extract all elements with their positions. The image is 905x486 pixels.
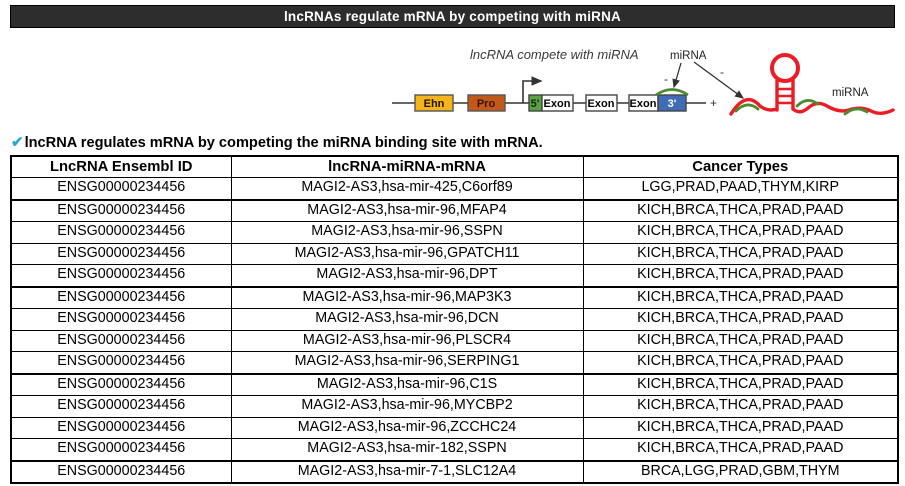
page-title: lncRNAs regulate mRNA by competing with …	[283, 9, 622, 24]
lnc-mirna-mrna-cell: MAGI2-AS3,hsa-mir-182,SSPN	[230, 438, 584, 462]
cancer-types-cell: KICH,BRCA,THCA,PRAD,PAAD	[582, 199, 899, 222]
lnc-mirna-mrna-cell: MAGI2-AS3,hsa-mir-425,C6orf89	[230, 177, 584, 201]
ensembl-id-cell: ENSG00000234456	[10, 242, 232, 265]
lnc-mirna-mrna-cell: MAGI2-AS3,hsa-mir-96,ZCCHC24	[230, 416, 584, 439]
svg-text:Exon: Exon	[588, 98, 615, 110]
cancer-types-cell: KICH,BRCA,THCA,PRAD,PAAD	[582, 286, 899, 309]
ensembl-id-cell: ENSG00000234456	[10, 177, 232, 201]
cancer-types-cell: KICH,BRCA,THCA,PRAD,PAAD	[582, 242, 899, 265]
lnc-mirna-mrna-cell: MAGI2-AS3,hsa-mir-96,MFAP4	[230, 199, 584, 222]
cancer-types-cell: BRCA,LGG,PRAD,GBM,THYM	[582, 460, 899, 484]
check-icon: ✔	[11, 134, 24, 151]
mirna-label-top: miRNA	[670, 50, 707, 62]
ensembl-id-cell: ENSG00000234456	[10, 351, 232, 375]
ensembl-id-cell: ENSG00000234456	[10, 264, 232, 288]
mirna-binding-arc-icon	[655, 88, 689, 97]
table-header: LncRNA Ensembl ID lncRNA-miRNA-mRNA Canc…	[10, 155, 899, 178]
lnc-mirna-mrna-cell: MAGI2-AS3,hsa-mir-96,SERPING1	[230, 351, 584, 375]
diagram-canvas: + lncRNA compete with miRNA miRNA - - Eh…	[392, 47, 895, 116]
exon-box-2: Exon	[585, 94, 618, 112]
lnc-mirna-mrna-cell: MAGI2-AS3,hsa-mir-96,DCN	[230, 308, 584, 331]
lnc-mirna-mrna-cell: MAGI2-AS3,hsa-mir-96,MYCBP2	[230, 395, 584, 418]
exon-box-1: Exon	[541, 94, 574, 112]
cancer-types-cell: KICH,BRCA,THCA,PRAD,PAAD	[582, 308, 899, 331]
ensembl-id-cell: ENSG00000234456	[10, 308, 232, 331]
cancer-types-cell: KICH,BRCA,THCA,PRAD,PAAD	[582, 416, 899, 439]
svg-text:Pro: Pro	[477, 98, 496, 110]
ensembl-id-cell: ENSG00000234456	[10, 221, 232, 244]
cancer-types-cell: KICH,BRCA,THCA,PRAD,PAAD	[582, 395, 899, 418]
lnc-mirna-mrna-cell: MAGI2-AS3,hsa-mir-96,MAP3K3	[230, 286, 584, 309]
cancer-types-cell: KICH,BRCA,THCA,PRAD,PAAD	[582, 264, 899, 288]
cancer-types-cell: KICH,BRCA,THCA,PRAD,PAAD	[582, 221, 899, 244]
enhancer-box: Ehn	[414, 94, 454, 112]
summary-note-text: lncRNA regulates mRNA by competing the m…	[24, 135, 543, 151]
mirna-label-right: miRNA	[832, 87, 869, 99]
ensembl-id-cell: ENSG00000234456	[10, 286, 232, 309]
minus-sign-left: -	[664, 72, 668, 86]
mirna-to-mrna-arrow-icon	[672, 62, 682, 89]
lnc-mirna-mrna-cell: MAGI2-AS3,hsa-mir-96,SSPN	[230, 221, 584, 244]
lnc-mirna-mrna-cell: MAGI2-AS3,hsa-mir-7-1,SLC12A4	[230, 460, 584, 484]
diagram-caption: lncRNA compete with miRNA	[470, 47, 639, 62]
svg-text:Exon: Exon	[544, 98, 571, 110]
svg-text:Exon: Exon	[630, 98, 657, 110]
ensembl-id-cell: ENSG00000234456	[10, 438, 232, 462]
cerna-mechanism-diagram: + lncRNA compete with miRNA miRNA - - Eh…	[390, 40, 905, 135]
minus-sign-right: -	[720, 65, 724, 79]
col-header-lnc-mirna-mrna: lncRNA-miRNA-mRNA	[230, 155, 584, 178]
cancer-types-cell: KICH,BRCA,THCA,PRAD,PAAD	[582, 373, 899, 396]
title-bar: lncRNAs regulate mRNA by competing with …	[10, 5, 895, 28]
lncrna-hairpin-structure	[729, 53, 895, 116]
lnc-mirna-mrna-cell: MAGI2-AS3,hsa-mir-96,PLSCR4	[230, 329, 584, 352]
promoter-box: Pro	[467, 94, 506, 112]
five-prime-box: 5'	[528, 94, 543, 112]
ensembl-id-cell: ENSG00000234456	[10, 460, 232, 484]
plus-sign: +	[710, 96, 717, 110]
lnc-mirna-mrna-cell: MAGI2-AS3,hsa-mir-96,C1S	[230, 373, 584, 396]
lnc-mirna-mrna-cell: MAGI2-AS3,hsa-mir-96,DPT	[230, 264, 584, 288]
cancer-types-cell: KICH,BRCA,THCA,PRAD,PAAD	[582, 438, 899, 462]
ensembl-id-cell: ENSG00000234456	[10, 199, 232, 222]
cerna-table: LncRNA Ensembl ID lncRNA-miRNA-mRNA Canc…	[10, 155, 899, 484]
mirna-to-lncrna-arrow-icon	[693, 61, 745, 99]
ensembl-id-cell: ENSG00000234456	[10, 416, 232, 439]
cancer-types-cell: LGG,PRAD,PAAD,THYM,KIRP	[582, 177, 899, 201]
ensembl-id-cell: ENSG00000234456	[10, 373, 232, 396]
ensembl-id-cell: ENSG00000234456	[10, 395, 232, 418]
cancer-types-cell: KICH,BRCA,THCA,PRAD,PAAD	[582, 351, 899, 375]
svg-text:3': 3'	[668, 98, 677, 110]
summary-note: ✔lncRNA regulates mRNA by competing the …	[11, 133, 543, 151]
transcription-start-arrow-icon	[522, 76, 543, 103]
col-header-cancer-types: Cancer Types	[582, 155, 899, 178]
svg-text:5': 5'	[531, 98, 540, 110]
ensembl-id-cell: ENSG00000234456	[10, 329, 232, 352]
exon-box-3: Exon	[628, 94, 659, 112]
svg-text:Ehn: Ehn	[424, 98, 445, 110]
table-header-row: LncRNA Ensembl ID lncRNA-miRNA-mRNA Canc…	[10, 155, 899, 178]
col-header-ensembl-id: LncRNA Ensembl ID	[10, 155, 232, 178]
three-prime-box: 3'	[657, 94, 687, 112]
lnc-mirna-mrna-cell: MAGI2-AS3,hsa-mir-96,GPATCH11	[230, 242, 584, 265]
cancer-types-cell: KICH,BRCA,THCA,PRAD,PAAD	[582, 329, 899, 352]
mirna-bound-arcs-icon	[734, 99, 869, 116]
